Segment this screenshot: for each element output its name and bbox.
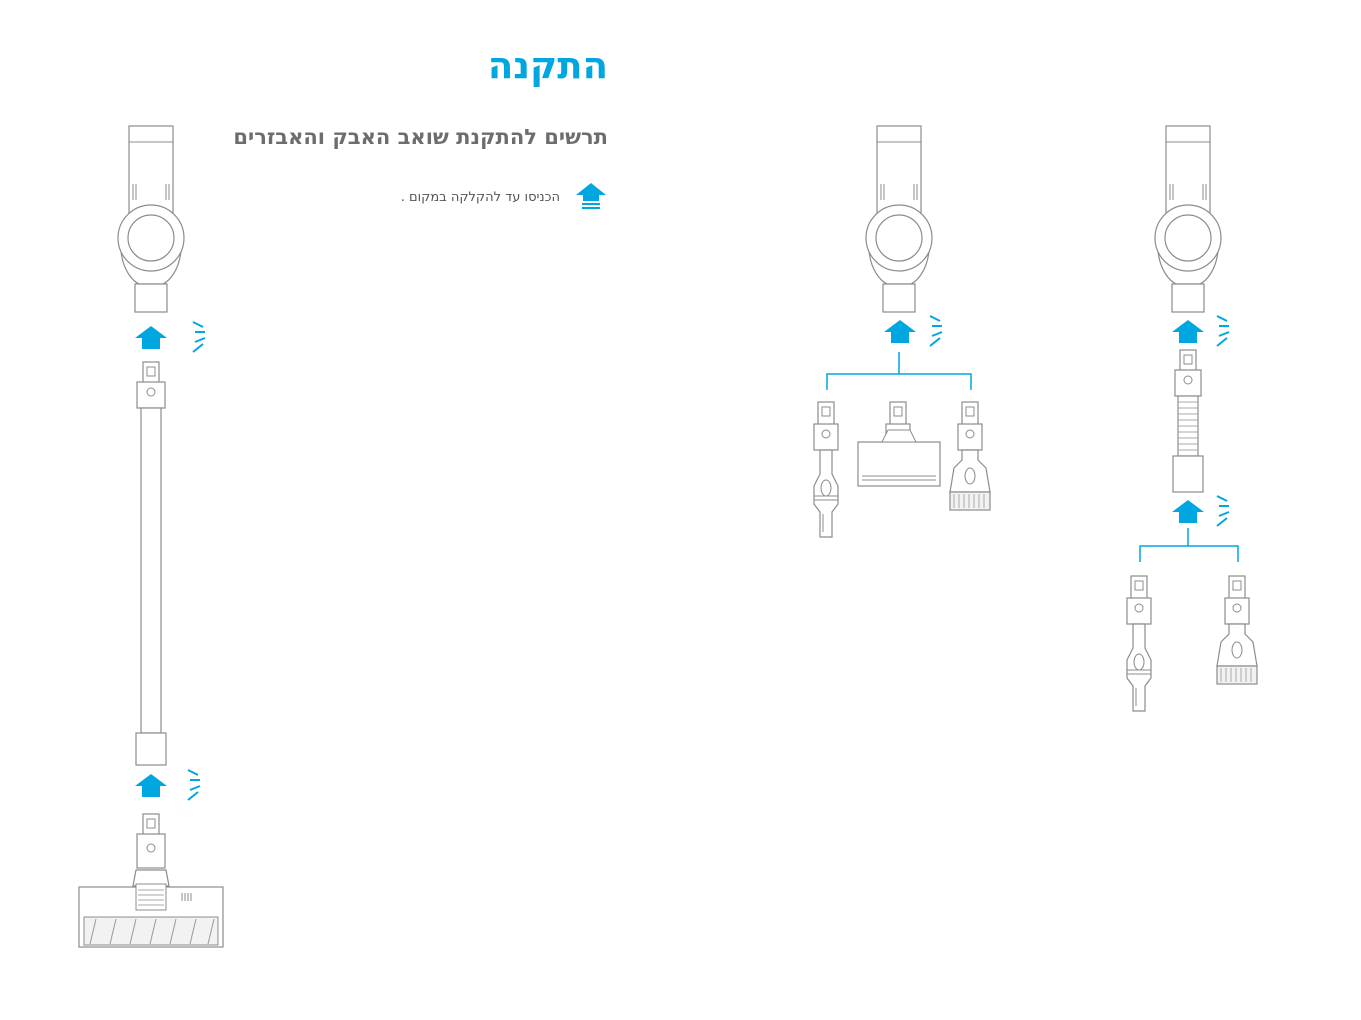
assembly-illustration — [0, 0, 1361, 1020]
